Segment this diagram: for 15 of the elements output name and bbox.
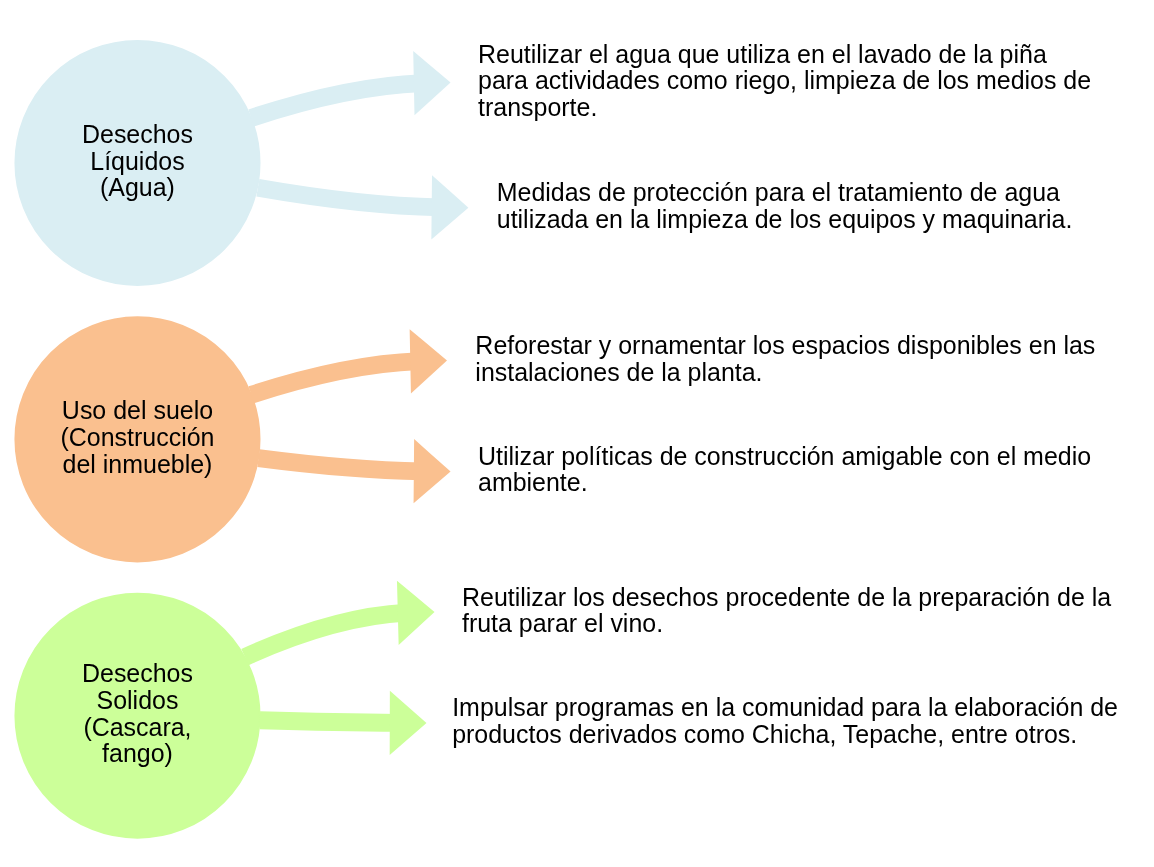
- node-text: Reutilizar el agua que utiliza en el lavado de la piña para actividades como riego, limpieza de los medios de transporte.: [478, 39, 1092, 121]
- node-circle: Desechos Solidos (Cascara, fango): [14, 592, 261, 839]
- node-text: Reforestar y ornamentar los espacios disponibles en las instalaciones de la planta.: [475, 330, 1096, 386]
- node-text: Medidas de protección para el tratamiento de agua utilizada en la limpieza de los equipos y maquinaria.: [496, 177, 1073, 233]
- node-text: Utilizar políticas de construcción amigable con el medio ambiente.: [478, 441, 1092, 496]
- node-circle: Uso del suelo (Construcción del inmueble): [14, 315, 261, 562]
- node-circle: Desechos Líquidos (Agua): [14, 39, 261, 286]
- arrow: [256, 174, 469, 239]
- arrow: [248, 50, 451, 126]
- arrow: [259, 690, 427, 755]
- arrow: [248, 328, 447, 403]
- node-text: Impulsar programas en la comunidad para la elaboración de productos derivados como Chicha, Tepache, entre otros.: [452, 692, 1118, 748]
- node-text: Reutilizar los desechos procedente de la preparación de la fruta parar el vino.: [461, 582, 1112, 637]
- arrow: [241, 580, 435, 665]
- arrow: [257, 438, 451, 503]
